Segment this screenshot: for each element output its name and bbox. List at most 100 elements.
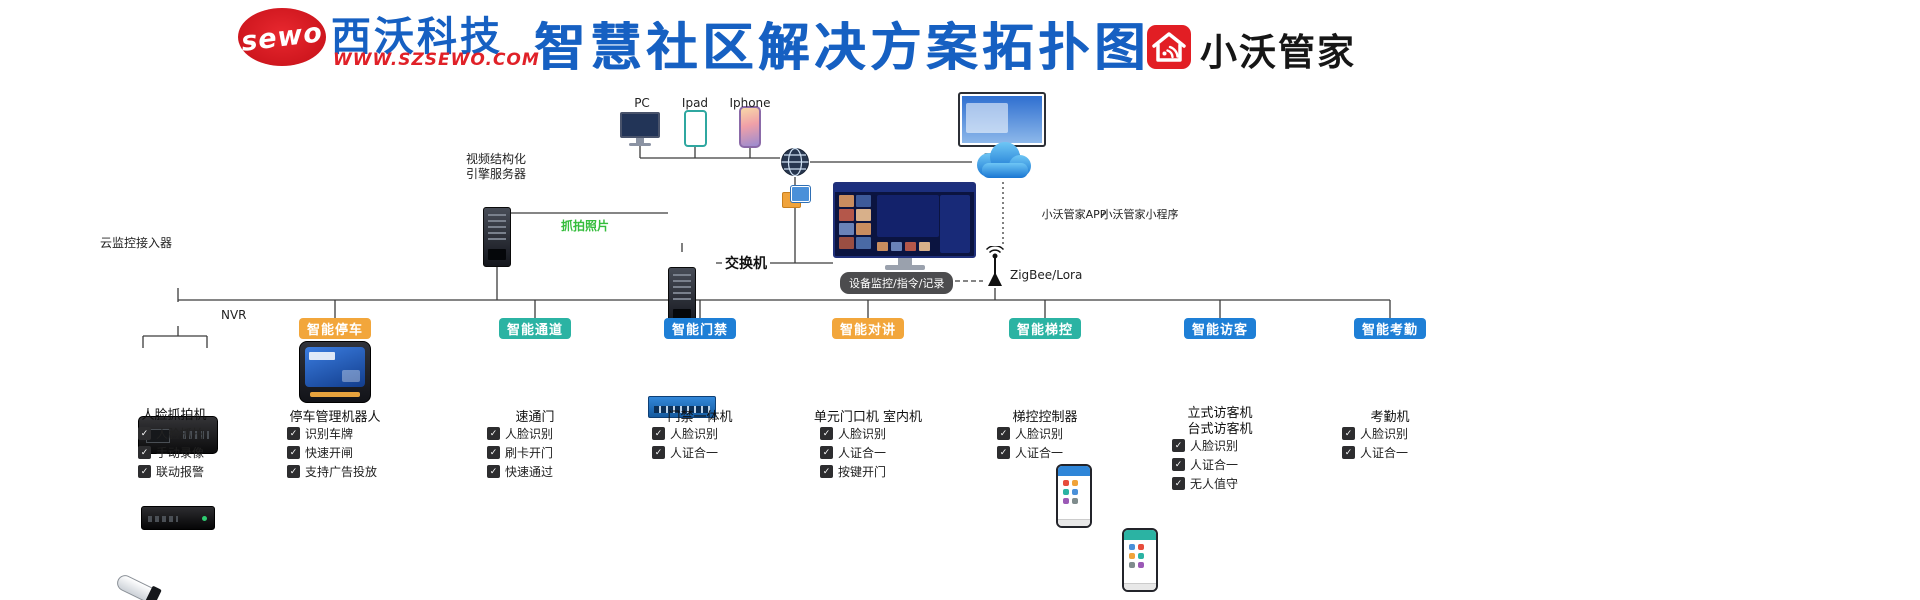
- visitor-features: 人脸识别 人证合一 无人值守: [1172, 436, 1238, 493]
- feature-label: 人证合一: [1360, 446, 1409, 460]
- feature-item: 人脸识别: [1172, 436, 1238, 455]
- feature-label: 识别车牌: [305, 427, 354, 441]
- category-badge-channel: 智能通道: [499, 318, 571, 339]
- feature-item: 人证合一: [997, 443, 1063, 462]
- feature-label: 无人值守: [1190, 477, 1239, 491]
- feature-label: 联动报警: [156, 465, 205, 479]
- feature-doc-icon: [287, 465, 300, 478]
- sewo-logo-text: sewo: [239, 16, 325, 58]
- feature-doc-icon: [138, 465, 151, 478]
- device-name-attendance: 考勤机: [1370, 410, 1410, 425]
- cloud-access-label: 云监控接入器: [100, 236, 173, 250]
- feature-item: 人脸识别: [820, 424, 886, 443]
- category-badge-visitor: 智能访客: [1184, 318, 1256, 339]
- feature-label: 刷卡开门: [505, 446, 554, 460]
- feature-label: 人证合一: [838, 446, 887, 460]
- nvr-box-icon: [141, 506, 215, 530]
- feature-doc-icon: [487, 465, 500, 478]
- zigbee-label: ZigBee/Lora: [1010, 268, 1083, 282]
- face-camera-name: 人脸抓拍机: [141, 408, 207, 423]
- feature-item: 人脸识别: [487, 424, 553, 443]
- intercom-features: 人脸识别 人证合一 按键开门: [820, 424, 886, 481]
- feature-label: 手动录像: [156, 446, 205, 460]
- parking-features: 识别车牌 快速开闸 支持广告投放: [287, 424, 377, 481]
- feature-doc-icon: [287, 427, 300, 440]
- app-label: 小沃管家APP: [1041, 208, 1107, 221]
- feature-doc-icon: [652, 427, 665, 440]
- device-name-visitor-1: 立式访客机: [1187, 406, 1253, 421]
- capture-photo-label: 抓拍照片: [561, 219, 610, 233]
- feature-label: 人证合一: [1015, 446, 1064, 460]
- elevator-features: 人脸识别 人证合一: [997, 424, 1063, 462]
- iphone-icon: [739, 106, 761, 148]
- feature-doc-icon: [287, 446, 300, 459]
- channel-features: 人脸识别 刷卡开门 快速通过: [487, 424, 553, 481]
- pc-icon: [620, 112, 660, 146]
- app-icons-grid: [1124, 540, 1156, 572]
- switch-label: 交换机: [722, 253, 770, 273]
- feature-doc-icon: [487, 446, 500, 459]
- feature-item: 人脸识别: [1342, 424, 1408, 443]
- device-name-visitor-2: 台式访客机: [1187, 422, 1253, 437]
- feature-label: 支持广告投放: [305, 465, 378, 479]
- zigbee-antenna-icon: [984, 245, 1006, 292]
- feature-label: 人脸识别: [670, 427, 719, 441]
- feature-label: 快速通过: [505, 465, 554, 479]
- feature-item: 无人值守: [1172, 474, 1238, 493]
- feature-doc-icon: [820, 427, 833, 440]
- category-badge-intercom: 智能对讲: [832, 318, 904, 339]
- device-name-access: 门禁一体机: [667, 410, 733, 425]
- feature-doc-icon: [997, 427, 1010, 440]
- device-name-elevator: 梯控控制器: [1012, 410, 1078, 425]
- face-camera-icon-1: [108, 572, 170, 600]
- cloud-icon: [970, 138, 1036, 184]
- app-phone-icon: [1056, 464, 1092, 528]
- feature-label: 人脸抓拍: [156, 427, 205, 441]
- feature-doc-icon: [997, 446, 1010, 459]
- video-server-label-line2: 引擎服务器: [466, 167, 527, 181]
- feature-item: 支持广告投放: [287, 462, 377, 481]
- face-camera-features: 人脸抓拍 手动录像 联动报警: [138, 424, 204, 481]
- feature-doc-icon: [1342, 446, 1355, 459]
- core-server-icon: [668, 267, 696, 327]
- company-website: WWW.SZSEWO.COM: [333, 50, 540, 70]
- feature-doc-icon: [138, 427, 151, 440]
- attendance-features: 人脸识别 人证合一: [1342, 424, 1408, 462]
- feature-item: 人证合一: [820, 443, 886, 462]
- internet-globe-icon: [780, 147, 810, 181]
- xiaowo-house-icon: [1146, 24, 1192, 74]
- device-name-channel: 速通门: [515, 410, 555, 425]
- pc-label: PC: [634, 96, 650, 110]
- network-switch-icon: [648, 396, 716, 418]
- feature-item: 快速通过: [487, 462, 553, 481]
- feature-label: 快速开闸: [305, 446, 354, 460]
- access-features: 人脸识别 人证合一: [652, 424, 718, 462]
- feature-item: 人脸识别: [997, 424, 1063, 443]
- video-server-icon: [483, 207, 511, 267]
- feature-doc-icon: [820, 465, 833, 478]
- miniprogram-label: 小沃管家小程序: [1101, 208, 1179, 221]
- feature-label: 人脸识别: [838, 427, 887, 441]
- category-badge-attendance: 智能考勤: [1354, 318, 1426, 339]
- company-name: 西沃科技: [331, 14, 503, 60]
- feature-doc-icon: [1342, 427, 1355, 440]
- feature-item: 人证合一: [1172, 455, 1238, 474]
- device-name-intercom: 单元门口机 室内机: [813, 410, 923, 425]
- iphone-label: Iphone: [729, 96, 771, 110]
- feature-label: 人证合一: [1190, 458, 1239, 472]
- page-title: 智慧社区解决方案拓扑图: [534, 19, 1151, 78]
- category-badge-elevator: 智能梯控: [1009, 318, 1081, 339]
- feature-label: 人脸识别: [505, 427, 554, 441]
- video-server-label-line1: 视频结构化: [466, 152, 527, 166]
- captured-photos-icon: [782, 186, 810, 210]
- feature-item: 人证合一: [652, 443, 718, 462]
- feature-item: 联动报警: [138, 462, 204, 481]
- feature-item: 人证合一: [1342, 443, 1408, 462]
- thumbnail-strip: [877, 242, 930, 251]
- feature-doc-icon: [1172, 477, 1185, 490]
- parking-robot-icon: [299, 341, 371, 403]
- feature-item: 识别车牌: [287, 424, 377, 443]
- feature-doc-icon: [652, 446, 665, 459]
- feature-doc-icon: [1172, 439, 1185, 452]
